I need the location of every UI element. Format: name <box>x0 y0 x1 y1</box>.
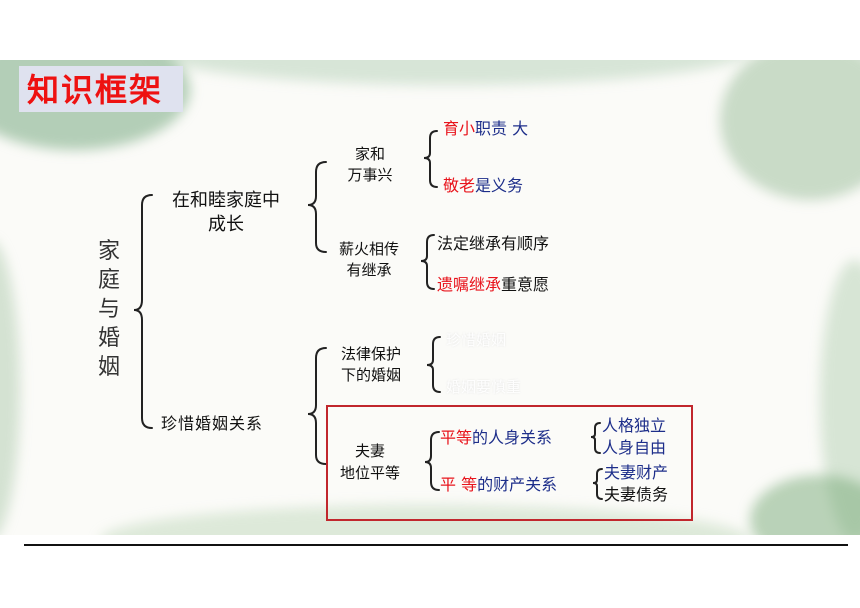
b2sub2-item1: 平等的人身关系 <box>440 424 552 448</box>
leaf-property: 夫妻财产 <box>604 463 669 482</box>
b2sub1-item2: 婚姻要慎重 <box>446 378 522 396</box>
sub2-item2-text: 重意愿 <box>501 275 550 294</box>
b2sub2-item2: 平 等的财产关系 <box>440 471 557 495</box>
sub2-bracket <box>420 234 435 290</box>
branch1-node: 在和睦家庭中 成长 <box>158 189 294 237</box>
b2sub2-item2-text: 的财产关系 <box>477 475 558 494</box>
sub1-label-line2: 万事兴 <box>347 166 393 184</box>
b2sub2-label-line2: 地位平等 <box>339 464 400 482</box>
b2sub2-item2-highlight: 平 等 <box>440 475 478 494</box>
sub2-item2: 遗嘱继承重意愿 <box>437 271 549 295</box>
branch1-label-line2: 成长 <box>208 214 244 235</box>
watercolor-wash <box>0 240 20 535</box>
leaf-freedom: 人身自由 <box>602 438 667 457</box>
sub1-label-line1: 家和 <box>354 145 385 163</box>
root-bracket <box>133 194 153 429</box>
b2sub2-label-line1: 夫妻 <box>354 442 385 460</box>
b2sub2-item1-highlight: 平等 <box>440 428 473 447</box>
b2sub2-bracket <box>424 431 440 491</box>
bottom-divider <box>24 544 848 546</box>
sub1-item1: 育小职责 大 <box>443 115 528 139</box>
leaf-personality: 人格独立 <box>602 416 667 435</box>
sub1-item2: 敬老是义务 <box>443 172 523 196</box>
b2sub2-leaf-group2: 夫妻财产 夫妻债务 <box>604 462 668 506</box>
leaf-debt: 夫妻债务 <box>604 485 669 504</box>
sub1-bracket <box>423 130 438 188</box>
title-background <box>19 66 183 112</box>
highlight-box <box>326 405 693 521</box>
sub1-item1-highlight: 育小 <box>443 119 476 138</box>
sub2-item2-highlight: 遗嘱继承 <box>437 275 502 294</box>
sub2-label-line1: 薪火相传 <box>338 240 399 258</box>
branch2-node: 珍惜婚姻关系 <box>161 414 264 433</box>
branch1-sub2-node: 薪火相传 有继承 <box>326 239 412 281</box>
b2sub2-leaf-group1: 人格独立 人身自由 <box>602 415 666 459</box>
b2sub1-bracket <box>426 336 441 393</box>
b2sub2-item1-text: 的人身关系 <box>472 428 553 447</box>
b2sub1-label-line2: 下的婚姻 <box>340 366 401 384</box>
branch1-sub1-node: 家和 万事兴 <box>330 144 410 186</box>
leaf2-bracket <box>592 468 603 500</box>
branch2-sub2-node: 夫妻 地位平等 <box>330 440 410 484</box>
root-node: 家庭与婚姻 <box>97 239 120 380</box>
branch1-label-line1: 在和睦家庭中 <box>172 190 280 211</box>
sub1-item2-highlight: 敬老 <box>443 176 476 195</box>
b2sub1-item1: 珍惜婚姻 <box>446 331 507 349</box>
sub1-item1-text: 职责 大 <box>475 119 529 138</box>
sub2-item1: 法定继承有顺序 <box>437 234 550 253</box>
branch2-bracket <box>307 347 327 465</box>
b2sub1-label-line1: 法律保护 <box>340 345 401 363</box>
leaf1-bracket <box>590 422 601 454</box>
sub2-label-line2: 有继承 <box>346 261 392 279</box>
sub1-item2-text: 是义务 <box>475 176 524 195</box>
branch1-bracket <box>307 161 327 253</box>
page-title: 知识框架 <box>27 71 164 109</box>
branch2-sub1-node: 法律保护 下的婚姻 <box>328 344 414 386</box>
